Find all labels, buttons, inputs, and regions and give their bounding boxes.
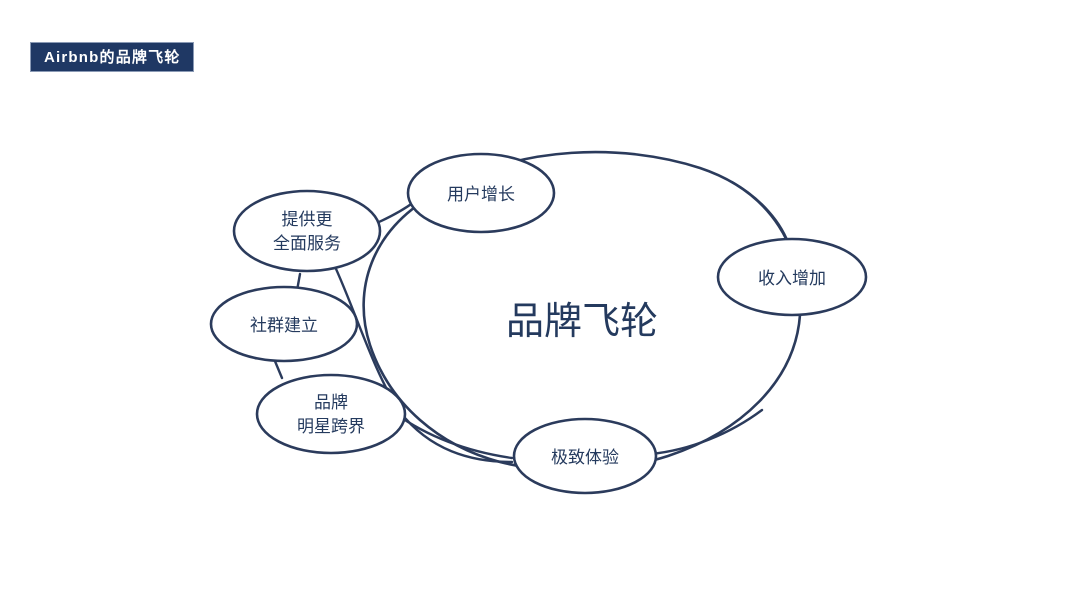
page-title-text: Airbnb的品牌飞轮 [44,48,181,66]
node-community-building-label: 社群建立 [250,316,318,335]
node-community-building[interactable]: 社群建立 [209,285,359,363]
node-community-building-shape [209,285,359,363]
node-comprehensive-service-shape [232,189,382,273]
node-comprehensive-service[interactable]: 提供更 全面服务 [232,189,382,273]
node-celebrity-crossover[interactable]: 品牌 明星跨界 [255,373,407,455]
node-comprehensive-service-label-line1: 提供更 [282,210,333,229]
node-celebrity-crossover-label-line1: 品牌 [314,393,348,412]
page-title-badge: Airbnb的品牌飞轮 [30,42,194,72]
node-user-growth[interactable]: 用户增长 [406,152,556,234]
flywheel-ring [362,150,802,472]
node-celebrity-crossover-label-line2: 明星跨界 [297,417,365,436]
node-celebrity-crossover-shape [255,373,407,455]
node-revenue-increase[interactable]: 收入增加 [716,237,868,317]
node-comprehensive-service-label-line2: 全面服务 [273,234,341,253]
flywheel-center-label: 品牌飞轮 [506,301,658,343]
node-user-growth-shape [406,152,556,234]
node-ultimate-experience-label: 极致体验 [551,448,619,467]
node-user-growth-label: 用户增长 [447,185,515,204]
node-revenue-increase-label: 收入增加 [758,269,826,288]
node-ultimate-experience-shape [512,417,658,495]
node-revenue-increase-shape [716,237,868,317]
node-ultimate-experience[interactable]: 极致体验 [512,417,658,495]
